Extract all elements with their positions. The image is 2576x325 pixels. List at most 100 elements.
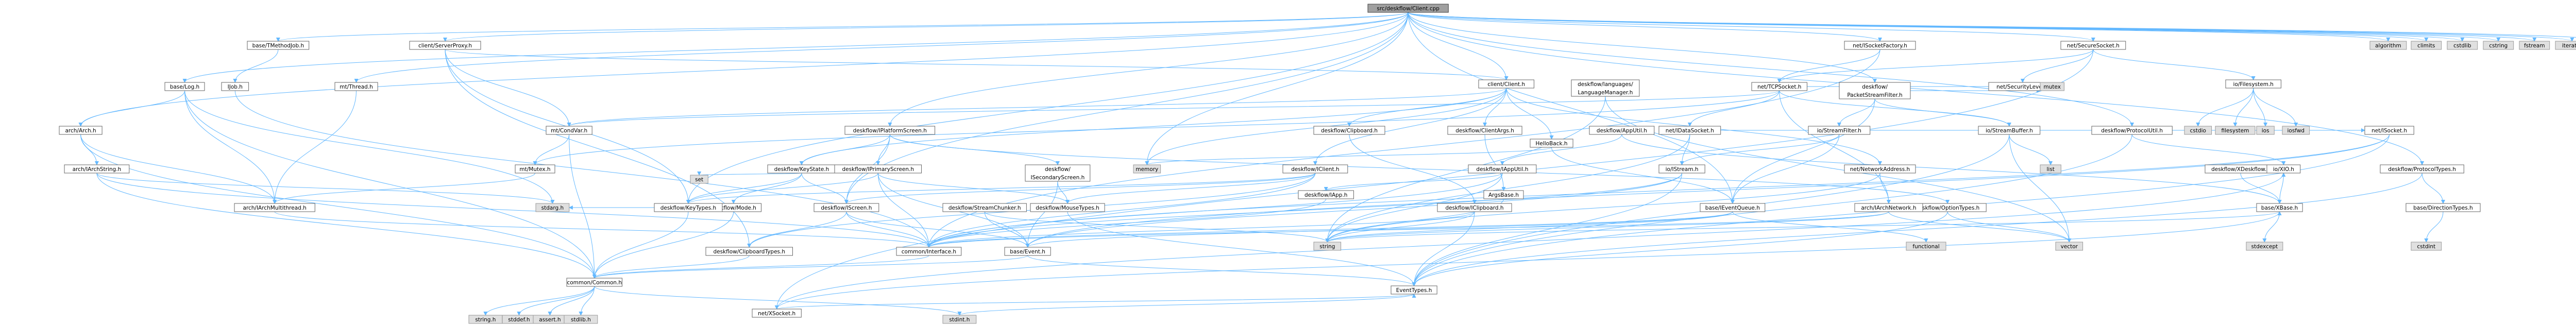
node-box (1391, 285, 1437, 295)
edge-clientclient-to-iclient (1313, 88, 1507, 165)
node-iarchnetwork[interactable]: arch/IArchNetwork.h (1854, 203, 1923, 212)
node-box (1478, 79, 1534, 89)
node-dfclipboard[interactable]: deskflow/Clipboard.h (1313, 126, 1385, 135)
node-netaddress[interactable]: net/NetworkAddress.h (1844, 164, 1916, 174)
node-label: io/IStream.h (1666, 166, 1699, 173)
node-socketfactory[interactable]: net/ISocketFactory.h (1844, 41, 1916, 50)
node-label: deskflow/IPrimaryScreen.h (842, 166, 914, 173)
node-serverproxy[interactable]: client/ServerProxy.h (409, 41, 481, 50)
node-cstdio: cstdio (2184, 126, 2212, 135)
node-root[interactable]: src/deskflow/Client.cpp (1367, 4, 1449, 13)
node-label: deskflow/KeyState.h (774, 166, 829, 173)
node-iclipboard[interactable]: deskflow/IClipboard.h (1437, 203, 1512, 212)
node-tcpsocket[interactable]: net/TCPSocket.h (1751, 82, 1807, 91)
node-box (2282, 126, 2310, 135)
node-directiontypes[interactable]: base/DirectionTypes.h (2405, 203, 2481, 212)
node-optiontypes[interactable]: deskflow/OptionTypes.h (1908, 203, 1987, 212)
node-streambuffer[interactable]: io/StreamBuffer.h (1978, 126, 2041, 135)
node-packetfilter[interactable]: deskflow/PacketStreamFilter.h (1839, 82, 1911, 99)
node-box (2411, 242, 2442, 251)
node-isocket[interactable]: net/ISocket.h (2364, 126, 2414, 135)
node-box (1658, 164, 1705, 174)
node-baseeventqueue[interactable]: base/IEventQueue.h (1700, 203, 1766, 212)
node-iplatformscreen[interactable]: deskflow/IPlatformScreen.h (844, 126, 936, 135)
node-box (59, 126, 103, 135)
edge-iappunit2-to-iapp (1324, 173, 1503, 191)
node-clipboardtypes[interactable]: deskflow/ClipboardTypes.h (705, 247, 793, 256)
node-iarchstring[interactable]: arch/IArchString.h (64, 164, 130, 174)
edge-serverproxy-to-mtcondvar (445, 49, 571, 127)
edge-streamfilter-to-baseeventqueue (1730, 134, 1840, 204)
node-clientargs[interactable]: deskflow/ClientArgs.h (1447, 126, 1522, 135)
edge-mtcondvar-to-commoncommon (569, 134, 597, 279)
node-label: src/deskflow/Client.cpp (1377, 6, 1439, 12)
node-mousetypes[interactable]: deskflow/MouseTypes.h (1030, 203, 1105, 212)
node-isecondaryscreen[interactable]: deskflow/ISecondaryScreen.h (1025, 164, 1091, 182)
node-keystate[interactable]: deskflow/KeyState.h (767, 164, 836, 174)
node-iprimaryscreen[interactable]: deskflow/IPrimaryScreen.h (834, 164, 922, 174)
node-keytypes[interactable]: deskflow/KeyTypes.h (654, 203, 723, 212)
node-filesystem[interactable]: io/Filesystem.h (2225, 79, 2281, 89)
node-label: client/Client.h (1487, 81, 1525, 88)
node-argsbase[interactable]: ArgsBase.h (1483, 190, 1524, 199)
edge-iarchmultithread-to-commoninterface (274, 211, 931, 248)
node-baseevent[interactable]: base/Event.h (1004, 247, 1051, 256)
node-tmethodjob[interactable]: base/TMethodJob.h (247, 41, 310, 50)
node-iclient[interactable]: deskflow/IClient.h (1282, 164, 1348, 174)
node-istream[interactable]: io/IStream.h (1658, 164, 1705, 174)
node-languagesmgr[interactable]: deskflow/languages/LanguageManager.h (1571, 79, 1640, 97)
edge-keymode-to-commoncommon (592, 211, 734, 279)
edge-iarchstring-to-commoncommon (96, 173, 597, 279)
node-box (2246, 242, 2283, 251)
node-ioxio[interactable]: io/XIO.h (2266, 164, 2301, 174)
edge-streamchunker-to-string (984, 211, 1330, 243)
node-archarch[interactable]: arch/Arch.h (59, 126, 103, 135)
node-streamchunker[interactable]: deskflow/StreamChunker.h (942, 203, 1027, 212)
node-label: net/TCPSocket.h (1757, 84, 1801, 90)
edge-root-to-baseeventqueue (1408, 12, 1735, 204)
node-functional: functional (1906, 242, 1946, 251)
node-baselog[interactable]: base/Log.h (164, 82, 205, 91)
edge-filesystem-to-filesystemext (2233, 88, 2254, 127)
node-iscreen[interactable]: deskflow/IScreen.h (814, 203, 879, 212)
node-mtcondvar[interactable]: mt/CondVar.h (546, 126, 592, 135)
node-mtmutex[interactable]: mt/Mutex.h (515, 164, 555, 174)
node-iappunit[interactable]: deskflow/AppUtil.h (1589, 126, 1655, 135)
node-commoncommon[interactable]: common/Common.h (566, 278, 622, 287)
node-label: fstream (2524, 43, 2545, 49)
node-securesocket[interactable]: net/SecureSocket.h (2060, 41, 2126, 50)
node-commoninterface[interactable]: common/Interface.h (896, 247, 962, 256)
node-box (2266, 164, 2301, 174)
node-iarchmultithread[interactable]: arch/IArchMultithread.h (234, 203, 315, 212)
edge-xbase-to-string (1325, 211, 2280, 243)
node-mtthread[interactable]: mt/Thread.h (334, 82, 378, 91)
node-iapp[interactable]: deskflow/IApp.h (1298, 190, 1354, 199)
node-box (1589, 126, 1655, 135)
node-box (535, 203, 570, 212)
node-box (409, 41, 481, 50)
node-box (164, 82, 205, 91)
node-label: deskflow/IScreen.h (821, 205, 872, 211)
node-label: string (1319, 244, 1335, 250)
node-label: net/IDataSocket.h (1666, 128, 1714, 134)
node-protocolutil[interactable]: deskflow/ProtocolUtil.h (2091, 126, 2173, 135)
node-box (1658, 126, 1721, 135)
node-label: net/ISocket.h (2371, 128, 2407, 134)
edge-packetfilter-to-baseeventqueue (1730, 98, 1875, 204)
edge-istream-to-eventtypes (1412, 173, 1683, 286)
node-protocoltypes[interactable]: deskflow/ProtocolTypes.h (2380, 164, 2464, 174)
node-idatasocket[interactable]: net/IDataSocket.h (1658, 126, 1721, 135)
node-clientclient[interactable]: client/Client.h (1478, 79, 1534, 89)
node-label: memory (1136, 166, 1158, 173)
node-hellobach[interactable]: HelloBack.h (1530, 139, 1573, 148)
node-eventtypes[interactable]: EventTypes.h (1391, 285, 1437, 295)
node-label: stdarg.h (541, 205, 564, 211)
node-streamfilter[interactable]: io/StreamFilter.h (1808, 126, 1871, 135)
node-memory: memory (1133, 164, 1161, 174)
node-iappunit2[interactable]: deskflow/IAppUtil.h (1468, 164, 1537, 174)
node-ijob[interactable]: IJob.h (221, 82, 249, 91)
node-xbase[interactable]: base/XBase.h (2256, 203, 2303, 212)
node-xsocket[interactable]: net/XSocket.h (752, 309, 802, 318)
node-ixkeyfile[interactable]: deskflow/XDeskflow.h (2205, 164, 2277, 174)
edge-securesocket-to-securitylevel (2020, 49, 2094, 83)
